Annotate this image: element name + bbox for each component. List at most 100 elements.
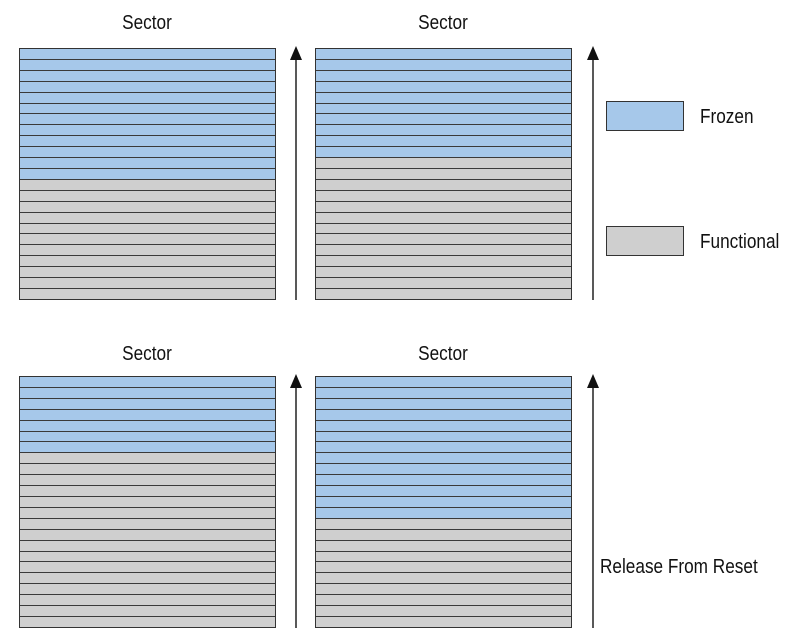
frozen-row bbox=[316, 81, 571, 93]
functional-row bbox=[20, 507, 275, 519]
functional-row bbox=[20, 190, 275, 202]
functional-row bbox=[316, 201, 571, 213]
release-from-reset-label: Release From Reset bbox=[600, 556, 758, 578]
frozen-row bbox=[20, 147, 275, 159]
sector-box bbox=[19, 376, 276, 628]
functional-row bbox=[20, 278, 275, 289]
frozen-row bbox=[20, 136, 275, 148]
functional-row bbox=[316, 616, 571, 627]
functional-row bbox=[20, 267, 275, 279]
frozen-row bbox=[20, 442, 275, 454]
frozen-row bbox=[316, 103, 571, 115]
functional-row bbox=[316, 179, 571, 191]
frozen-row bbox=[316, 486, 571, 497]
functional-row bbox=[316, 606, 571, 617]
functional-row bbox=[316, 518, 571, 530]
frozen-row bbox=[316, 453, 571, 465]
frozen-row bbox=[316, 496, 571, 508]
frozen-row bbox=[20, 114, 275, 126]
sector-box bbox=[19, 48, 276, 300]
frozen-row bbox=[20, 387, 275, 399]
functional-row bbox=[20, 288, 275, 299]
sector-title: Sector bbox=[122, 12, 172, 34]
frozen-row bbox=[316, 70, 571, 82]
frozen-row bbox=[316, 387, 571, 399]
functional-row bbox=[20, 518, 275, 530]
functional-row bbox=[20, 234, 275, 246]
frozen-row bbox=[20, 158, 275, 169]
up-arrow-icon bbox=[290, 374, 302, 628]
frozen-row bbox=[20, 420, 275, 432]
functional-row bbox=[316, 212, 571, 224]
functional-row bbox=[316, 168, 571, 180]
up-arrow-icon bbox=[290, 46, 302, 300]
functional-row bbox=[20, 453, 275, 465]
functional-row bbox=[20, 540, 275, 552]
functional-row bbox=[316, 595, 571, 607]
frozen-row bbox=[20, 409, 275, 421]
functional-row bbox=[316, 158, 571, 169]
frozen-row bbox=[20, 92, 275, 104]
functional-row bbox=[20, 584, 275, 596]
functional-row bbox=[20, 245, 275, 257]
frozen-row bbox=[20, 49, 275, 60]
functional-row bbox=[20, 475, 275, 487]
sector-box bbox=[315, 376, 572, 628]
functional-row bbox=[316, 278, 571, 289]
frozen-row bbox=[316, 431, 571, 443]
functional-row bbox=[20, 496, 275, 508]
functional-row bbox=[20, 212, 275, 224]
functional-row bbox=[316, 562, 571, 574]
frozen-row bbox=[316, 136, 571, 148]
sector-title: Sector bbox=[418, 343, 468, 365]
functional-row bbox=[20, 256, 275, 268]
frozen-row bbox=[20, 398, 275, 410]
functional-row bbox=[316, 190, 571, 202]
functional-row bbox=[316, 573, 571, 585]
frozen-row bbox=[316, 147, 571, 159]
functional-row bbox=[316, 245, 571, 257]
frozen-row bbox=[316, 409, 571, 421]
frozen-row bbox=[316, 442, 571, 454]
frozen-row bbox=[316, 398, 571, 410]
functional-row bbox=[316, 234, 571, 246]
frozen-row bbox=[316, 92, 571, 104]
functional-row bbox=[20, 201, 275, 213]
frozen-row bbox=[20, 431, 275, 443]
frozen-row bbox=[20, 103, 275, 115]
sector-title: Sector bbox=[122, 343, 172, 365]
functional-row bbox=[20, 486, 275, 497]
legend-label-frozen: Frozen bbox=[700, 106, 754, 128]
frozen-row bbox=[316, 49, 571, 60]
functional-row bbox=[20, 606, 275, 617]
sector-title: Sector bbox=[418, 12, 468, 34]
functional-row bbox=[316, 223, 571, 235]
frozen-row bbox=[316, 475, 571, 487]
functional-row bbox=[316, 584, 571, 596]
functional-row bbox=[20, 551, 275, 563]
frozen-row bbox=[20, 168, 275, 180]
functional-row bbox=[20, 464, 275, 476]
frozen-row bbox=[20, 81, 275, 93]
functional-row bbox=[20, 223, 275, 235]
frozen-row bbox=[20, 70, 275, 82]
frozen-row bbox=[316, 59, 571, 71]
frozen-row bbox=[316, 507, 571, 519]
frozen-row bbox=[20, 59, 275, 71]
functional-row bbox=[20, 573, 275, 585]
frozen-row bbox=[316, 114, 571, 126]
legend-swatch-functional bbox=[606, 226, 684, 256]
functional-row bbox=[316, 256, 571, 268]
functional-row bbox=[20, 595, 275, 607]
sector-box bbox=[315, 48, 572, 300]
up-arrow-icon bbox=[587, 46, 599, 300]
functional-row bbox=[316, 551, 571, 563]
frozen-row bbox=[316, 464, 571, 476]
functional-row bbox=[316, 267, 571, 279]
functional-row bbox=[316, 529, 571, 541]
legend-swatch-frozen bbox=[606, 101, 684, 131]
frozen-row bbox=[316, 420, 571, 432]
functional-row bbox=[20, 529, 275, 541]
up-arrow-icon bbox=[587, 374, 599, 628]
